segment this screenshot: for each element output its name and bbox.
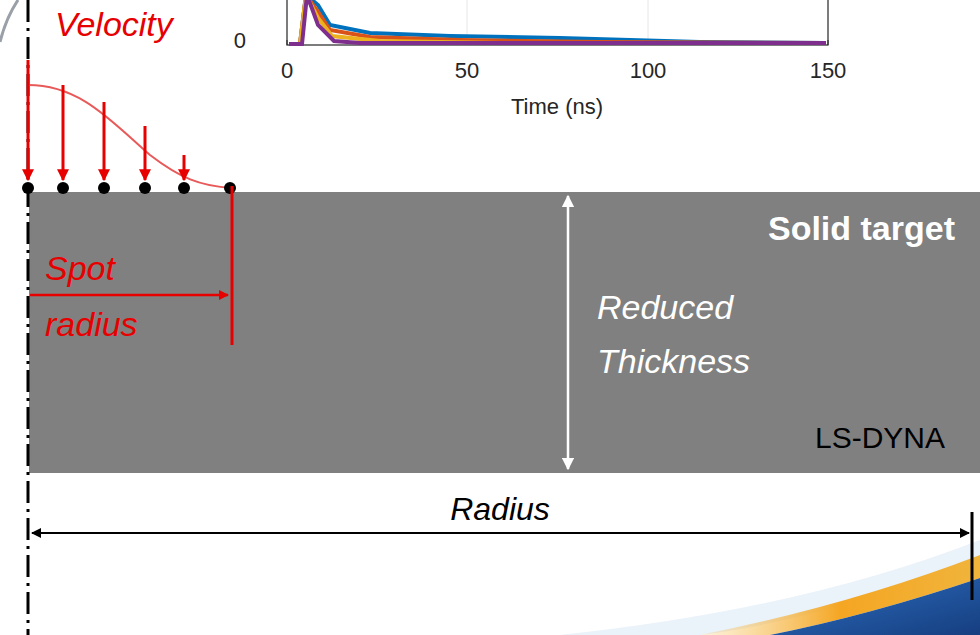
radius-limit — [971, 512, 974, 600]
swoosh-light — [560, 540, 980, 635]
thickness-arrow — [567, 196, 570, 469]
corner-curve — [0, 0, 18, 42]
spot-radius-arrow — [30, 294, 228, 297]
target-region: Solid targetReduced ThicknessLS-DYNA — [29, 192, 980, 473]
swoosh-orange — [700, 555, 980, 635]
swoosh-blue — [770, 578, 980, 635]
radius-label: Radius — [400, 490, 600, 528]
x-tick: 100 — [608, 58, 688, 84]
symmetry-axis — [27, 0, 30, 635]
target-title: Solid target — [655, 208, 955, 249]
axis-title: Time (ns) — [457, 94, 657, 120]
y-tick: 0 — [200, 28, 246, 54]
surface-nodes — [22, 182, 236, 194]
velocity-profile-curve — [28, 85, 232, 188]
velocity-arrows — [28, 60, 184, 180]
solid-target-block — [29, 192, 980, 473]
thickness-label: Reduced Thickness — [597, 280, 827, 389]
spot-radius-label: Spot radius — [45, 240, 185, 352]
software-label: LS-DYNA — [645, 420, 945, 456]
radius-arrow — [32, 532, 969, 534]
x-tick: 150 — [788, 58, 868, 84]
x-tick: 50 — [437, 58, 497, 84]
spot-radius-limit — [231, 186, 234, 345]
chart — [287, 0, 828, 45]
x-tick: 0 — [257, 58, 317, 84]
